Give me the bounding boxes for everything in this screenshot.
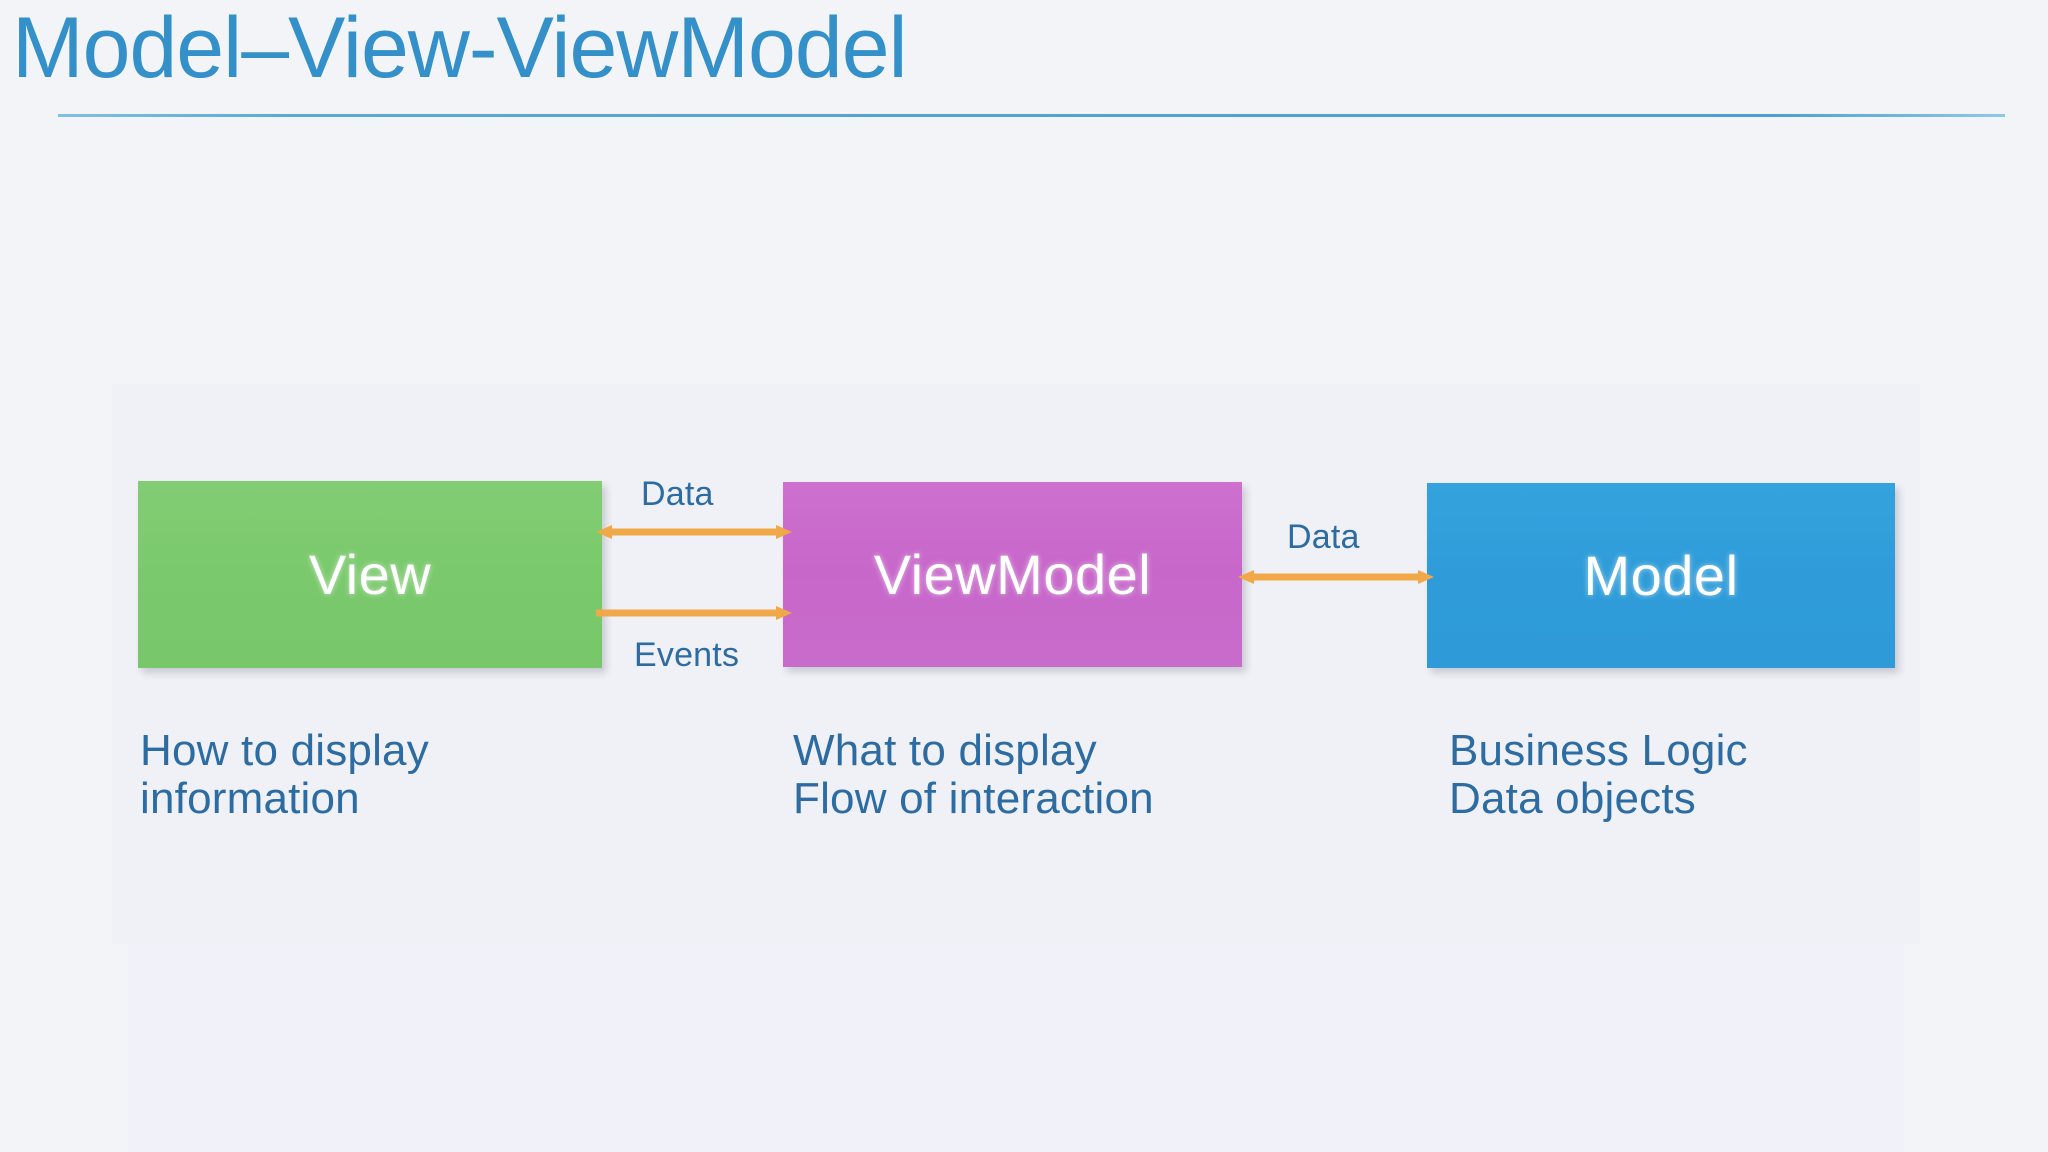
arrow-data-view-to-viewmodel bbox=[596, 521, 792, 543]
node-viewmodel-label: ViewModel bbox=[873, 543, 1152, 606]
lower-backdrop-panel bbox=[128, 944, 1904, 1152]
edge-label-events-view-viewmodel: Events bbox=[634, 636, 740, 674]
arrow-data-viewmodel-to-model bbox=[1238, 566, 1434, 588]
page-title: Model–View-ViewModel bbox=[12, 0, 908, 96]
title-underline-rule bbox=[58, 114, 2005, 117]
arrow-events-view-to-viewmodel bbox=[596, 602, 792, 624]
edge-label-data-viewmodel-model: Data bbox=[1287, 518, 1360, 556]
caption-viewmodel: What to display Flow of interaction bbox=[793, 726, 1154, 823]
node-view-label: View bbox=[308, 543, 432, 606]
node-model-label: Model bbox=[1583, 544, 1739, 607]
node-model[interactable]: Model bbox=[1427, 483, 1895, 668]
caption-view: How to display information bbox=[140, 726, 429, 823]
node-viewmodel[interactable]: ViewModel bbox=[783, 482, 1242, 667]
node-view[interactable]: View bbox=[138, 481, 602, 668]
caption-model: Business Logic Data objects bbox=[1449, 726, 1748, 823]
edge-label-data-view-viewmodel: Data bbox=[641, 475, 714, 513]
title-block: Model–View-ViewModel bbox=[0, 0, 2048, 125]
